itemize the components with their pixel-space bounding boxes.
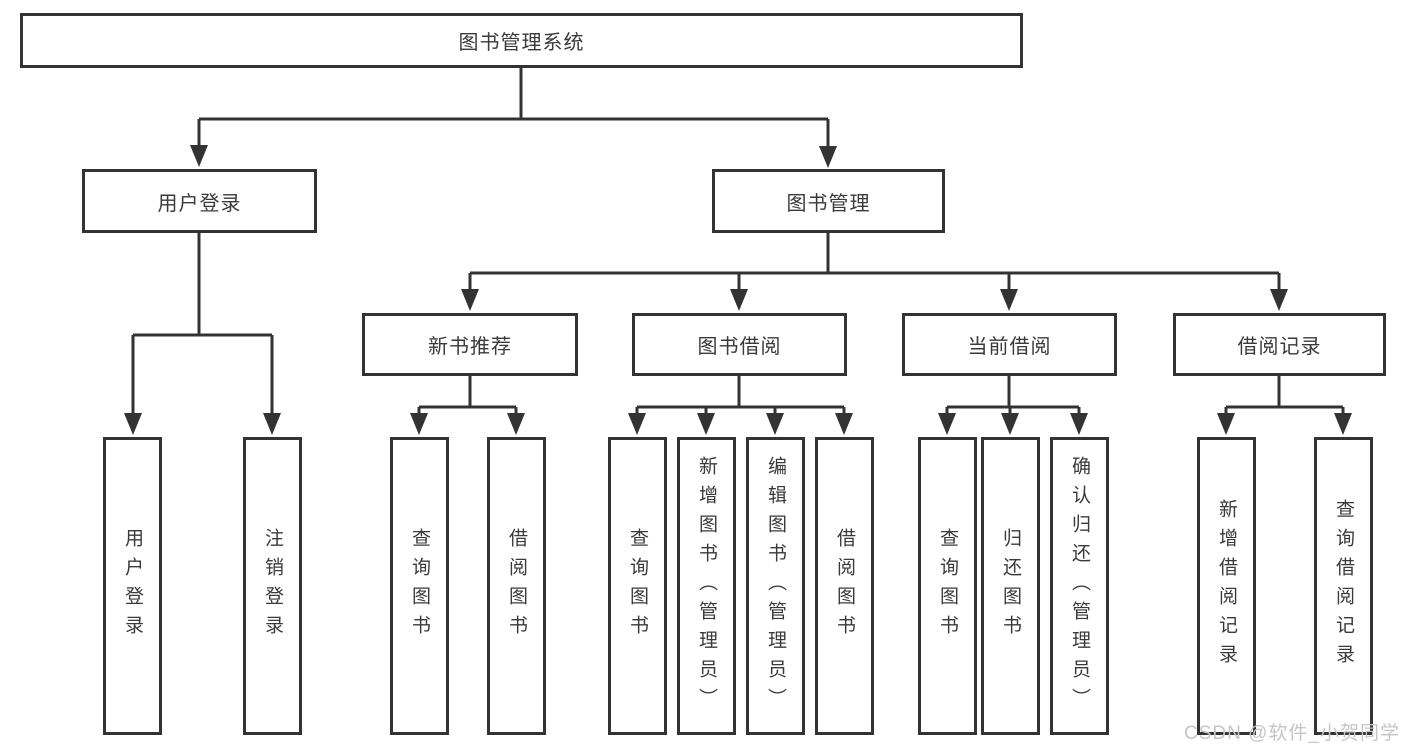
leaf-query-borrow-record: 查询借阅记录 [1314,437,1373,735]
leaf-user-login: 用户登录 [103,437,162,735]
node-label: 查询图书 [627,528,648,644]
connector-book-borrowing-children [628,376,853,435]
node-label: 编辑图书（管理员） [765,455,786,717]
node-label: 借阅记录 [1237,336,1322,358]
node-label: 用户登录 [122,528,143,644]
leaf-add-books-admin: 新增图书（管理员） [677,437,736,735]
leaf-add-borrow-record: 新增借阅记录 [1197,437,1256,735]
leaf-query-books-borrowing: 查询图书 [608,437,667,735]
node-label: 查询图书 [409,528,430,644]
watermark-text: CSDN @软件_小贺同学 [1184,723,1400,744]
connector-user-login-children [124,233,281,435]
node-label: 查询图书 [937,528,958,644]
connector-book-management-children [461,233,1288,311]
node-label: 查询借阅记录 [1333,499,1354,673]
node-label: 确认归还（管理员） [1069,455,1090,717]
leaf-logout: 注销登录 [243,437,302,735]
node-label: 借阅图书 [834,528,855,644]
connector-new-book-recommend-children [410,376,525,435]
node-label: 图书借阅 [697,336,782,358]
node-new-book-recommend: 新书推荐 [362,313,578,376]
node-label: 注销登录 [262,528,283,644]
leaf-edit-books-admin: 编辑图书（管理员） [746,437,805,735]
node-label: 新增借阅记录 [1216,499,1237,673]
node-label: 图书管理系统 [458,32,585,54]
node-label: 用户登录 [157,192,242,215]
leaf-query-books-recommend: 查询图书 [390,437,449,735]
connector-borrowing-records-children [1217,376,1352,435]
node-user-login: 用户登录 [82,169,317,233]
node-library-management-system: 图书管理系统 [20,13,1023,68]
node-label: 归还图书 [1000,528,1021,644]
node-label: 新增图书（管理员） [696,455,717,717]
leaf-confirm-return-admin: 确认归还（管理员） [1050,437,1109,735]
leaf-borrow-books: 借阅图书 [815,437,874,735]
node-current-borrowing: 当前借阅 [902,313,1117,376]
node-book-borrowing: 图书借阅 [632,313,847,376]
connector-current-borrowing-children [938,376,1088,435]
node-label: 当前借阅 [967,336,1052,358]
leaf-borrow-books-recommend: 借阅图书 [487,437,546,735]
node-borrowing-records: 借阅记录 [1173,313,1386,376]
node-book-management: 图书管理 [712,169,945,233]
leaf-query-books-current: 查询图书 [918,437,977,735]
connector-root-to-level2 [190,68,837,168]
node-label: 图书管理 [786,192,871,215]
node-label: 借阅图书 [506,528,527,644]
leaf-return-books: 归还图书 [981,437,1040,735]
node-label: 新书推荐 [428,336,512,358]
